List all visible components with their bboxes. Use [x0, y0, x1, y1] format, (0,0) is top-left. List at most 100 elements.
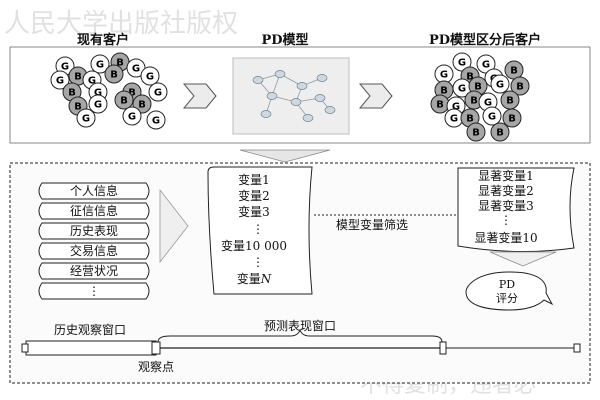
good-customer-node: G	[90, 54, 110, 74]
svg-text:G: G	[94, 100, 102, 111]
svg-text:G: G	[128, 112, 136, 123]
bad-customer-node: B	[504, 60, 524, 80]
info-source-item: 征信信息	[38, 202, 150, 220]
info-source-item: ⋮	[38, 282, 150, 300]
significant-variables-document	[457, 167, 575, 253]
good-customer-node: G	[76, 108, 96, 128]
info-source-label: 交易信息	[70, 243, 118, 258]
svg-text:B: B	[466, 114, 474, 125]
history-window-start-cap	[21, 343, 29, 353]
svg-text:G: G	[94, 88, 102, 99]
svg-text:G: G	[56, 76, 64, 87]
info-source-label: 个人信息	[70, 183, 118, 198]
svg-text:B: B	[466, 72, 474, 83]
svg-text:G: G	[61, 62, 69, 73]
svg-text:B: B	[510, 66, 518, 77]
pd-score-bubble	[465, 271, 554, 311]
history-window-label: 历史观察窗口	[54, 323, 126, 337]
watermark-top: 人民大学出版社版权	[4, 9, 238, 39]
segmented-customers-title: PD模型区分后客户	[429, 32, 541, 48]
good-customer-node: G	[146, 110, 166, 130]
pd-model-title: PD模型	[261, 32, 308, 48]
significant-variable-label: ⋮	[500, 213, 512, 227]
observation-point-marker	[151, 341, 161, 355]
good-customer-node: G	[482, 106, 502, 126]
bad-customer-node: B	[510, 76, 530, 96]
svg-text:G: G	[496, 80, 504, 91]
svg-text:B: B	[68, 88, 76, 99]
svg-text:G: G	[482, 60, 490, 71]
info-source-label: 经营状况	[70, 264, 118, 278]
bad-customer-node: B	[104, 64, 124, 84]
variables-document	[207, 166, 313, 295]
segmented-customer-cluster: GGGBGBBGBGBBGBGBGBGBBB	[430, 52, 530, 142]
svg-text:G: G	[440, 70, 448, 81]
svg-text:G: G	[154, 88, 162, 99]
down-arrow-icon	[239, 149, 331, 163]
info-source-label: ⋮	[88, 284, 100, 298]
timeline-end-cap	[573, 343, 581, 353]
performance-window-label: 预测表现窗口	[264, 319, 336, 333]
svg-text:G: G	[484, 98, 492, 109]
svg-text:B: B	[138, 100, 146, 111]
info-source-item: 交易信息	[38, 242, 150, 260]
variable-label: 变量N	[237, 271, 272, 286]
variable-label: 变量2	[238, 188, 270, 203]
svg-text:G: G	[96, 60, 104, 71]
significant-variable-label: 显著变量10	[474, 230, 537, 245]
good-customer-node: G	[88, 94, 108, 114]
svg-text:G: G	[458, 58, 466, 69]
svg-text:G: G	[452, 102, 460, 113]
svg-text:B: B	[474, 82, 482, 93]
good-customer-node: G	[50, 70, 70, 90]
observation-point-label: 观察点	[138, 360, 174, 374]
variable-label: 变量10 000	[221, 238, 287, 253]
bad-customer-node: B	[466, 122, 486, 142]
significant-variable-label: 显著变量2	[478, 183, 534, 198]
svg-text:B: B	[470, 96, 478, 107]
svg-text:B: B	[116, 58, 124, 69]
svg-text:G: G	[152, 116, 160, 127]
history-window-bar	[25, 340, 157, 356]
screening-label: 模型变量筛选	[336, 217, 408, 232]
svg-text:B: B	[506, 96, 514, 107]
good-customer-node: G	[122, 106, 142, 126]
info-source-item: 个人信息	[38, 182, 150, 200]
performance-window-end-marker	[439, 341, 447, 355]
pd-model-network-image	[232, 57, 350, 135]
bad-customer-node: B	[430, 94, 450, 114]
chevron-arrow-icon	[182, 83, 217, 109]
good-customer-node: G	[452, 78, 472, 98]
svg-text:G: G	[146, 72, 154, 83]
svg-text:G: G	[82, 114, 90, 125]
variable-label: 变量3	[238, 204, 270, 219]
right-arrow-icon	[159, 188, 189, 264]
svg-text:G: G	[450, 114, 458, 125]
info-source-item: 历史表现	[38, 222, 150, 240]
svg-text:B: B	[74, 72, 82, 83]
svg-text:B: B	[516, 82, 524, 93]
chevron-arrow-icon	[358, 83, 393, 109]
svg-text:B: B	[110, 70, 118, 81]
info-source-item: 经营状况	[38, 262, 150, 280]
good-customer-node: G	[444, 108, 464, 128]
svg-text:B: B	[436, 100, 444, 111]
good-customer-node: G	[140, 66, 160, 86]
good-customer-node: G	[434, 64, 454, 84]
down-arrow-icon	[489, 251, 557, 267]
info-source-label: 征信信息	[70, 203, 118, 218]
significant-variable-label: 显著变量3	[478, 198, 534, 213]
bad-customer-node: B	[490, 122, 510, 142]
svg-text:G: G	[132, 64, 140, 75]
pd-score-line1: PD	[499, 278, 515, 291]
bad-customer-node: B	[114, 90, 134, 110]
svg-text:B: B	[120, 96, 128, 107]
svg-text:B: B	[440, 86, 448, 97]
svg-text:B: B	[128, 88, 136, 99]
current-customers-title: 现有客户	[77, 32, 129, 48]
